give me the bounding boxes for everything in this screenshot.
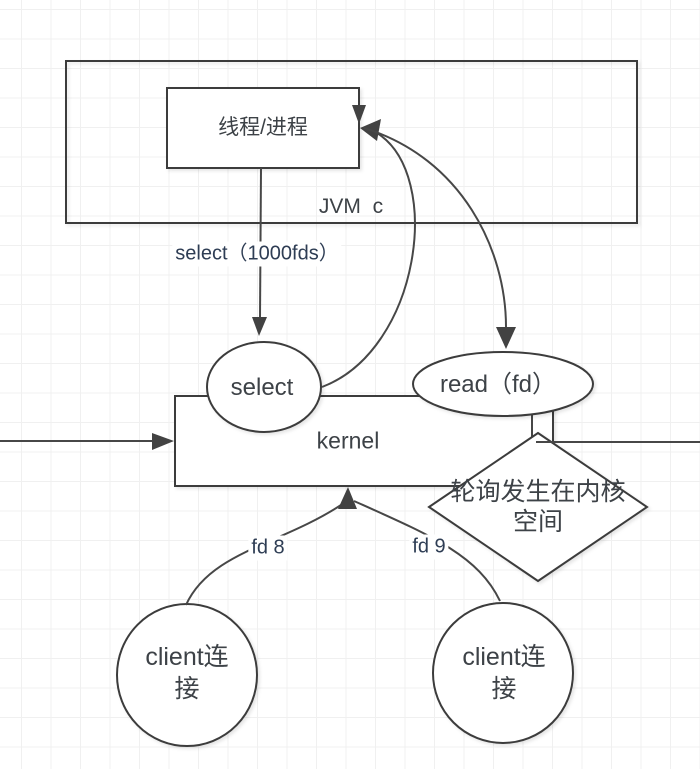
- client-connection-right-circle: [432, 602, 574, 744]
- poll-note-line2: 空间: [512, 508, 564, 536]
- fd8-label: fd 8: [248, 535, 288, 561]
- client-connection-left-label: client连 接: [145, 641, 228, 705]
- select-call-label: select（1000fds）: [172, 241, 342, 267]
- select-call-arrowhead-icon: [252, 317, 267, 336]
- poll-note-diamond: [427, 431, 649, 583]
- client-right-line2: 接: [491, 675, 517, 703]
- select-to-thread-curve: [321, 132, 416, 388]
- read-entry-arrowhead-icon: [496, 327, 516, 349]
- client-right-line1: client连: [462, 643, 546, 671]
- jvm-box: [65, 60, 638, 224]
- kernel-label: kernel: [316, 427, 380, 454]
- client-left-line2: 接: [174, 675, 200, 703]
- read-fd-label: read（fd）: [439, 371, 557, 398]
- select-ellipse: [206, 341, 322, 433]
- kernel-entry-arrowhead-icon: [338, 487, 357, 509]
- select-label: select: [230, 374, 294, 401]
- thread-process-label: 线程/进程: [218, 115, 308, 139]
- thread-entry-arrowhead-icon: [352, 105, 366, 124]
- read-fd-ellipse: [412, 351, 594, 417]
- jvm-label: JVM c: [318, 194, 384, 218]
- poll-note-line1: 轮询发生在内核: [450, 478, 626, 506]
- fd9-label: fd 9: [409, 534, 449, 560]
- client-connection-right-label: client连 接: [462, 641, 545, 705]
- poll-note-label: 轮询发生在内核 空间: [450, 477, 625, 537]
- external-in-arrowhead-icon: [152, 433, 174, 450]
- thread-process-box: [166, 87, 360, 169]
- client-left-line1: client连: [145, 643, 229, 671]
- thread-to-read-curve: [363, 127, 507, 328]
